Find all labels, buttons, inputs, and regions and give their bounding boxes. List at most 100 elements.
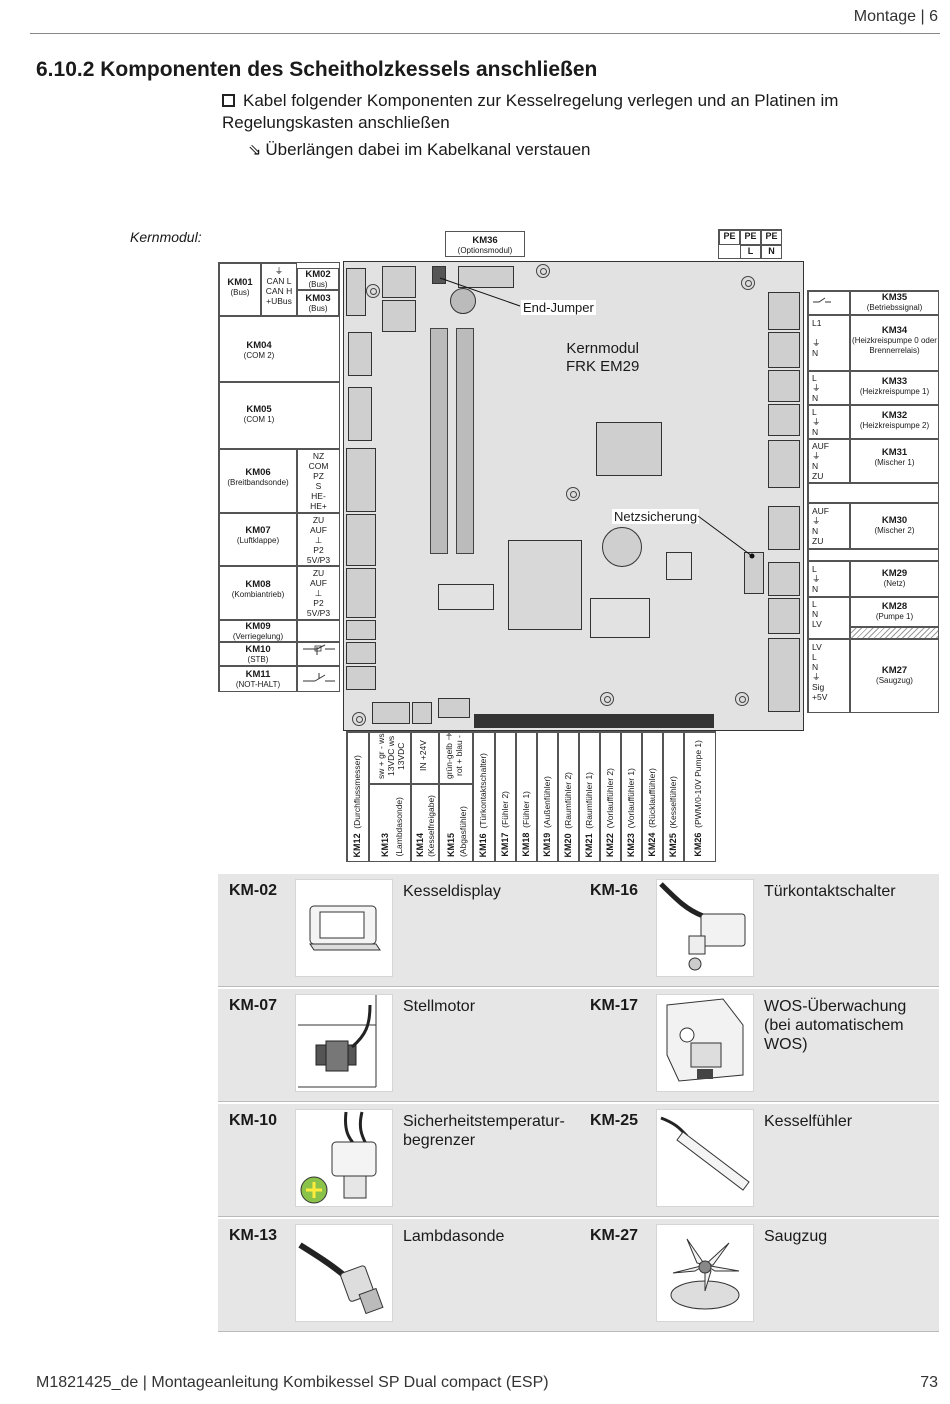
km28-desc: (Pumpe 1) [875, 612, 914, 621]
component-row: KM-07 Stellmotor KM-17 WOS-Überwachung (… [218, 989, 939, 1102]
km11-desc: (NOT-HALT) [235, 680, 281, 689]
netzsicherung-callout: Netzsicherung [612, 509, 700, 524]
km31-terminal [768, 440, 800, 488]
km07-pins: ZU AUF ⊥ P2 5V/P3 [297, 513, 340, 566]
km09-pins [297, 620, 340, 642]
pe-3: PE [761, 230, 782, 245]
km07-name: KM07 [245, 525, 271, 536]
km23-cell: KM23 (Vorlauffühler 1) [621, 732, 642, 862]
km06-pin: PZ [313, 471, 324, 481]
mounting-screw-icon [741, 276, 755, 290]
expansion-slot [456, 328, 474, 554]
kesselfuehler-image [656, 1109, 754, 1207]
battery [450, 288, 476, 314]
km06-pin: S [315, 481, 322, 491]
km08-pin: ⊥ [314, 588, 323, 598]
km20-desc: (Raumfühler 2) [563, 771, 573, 829]
km10-cell: KM10 (STB) [219, 642, 297, 666]
km22-cell: KM22 (Vorlauffühler 2) [600, 732, 621, 862]
stb-switch-icon [297, 642, 340, 666]
km34-pin: N [812, 348, 819, 358]
spacer-cell [808, 483, 939, 503]
board-title-line-1: Kernmodul [566, 340, 639, 357]
km30-name: KM30 [881, 515, 908, 526]
processor-chip [508, 540, 582, 630]
component-row: KM-10 Sicherheitstemperatur-begrenzer KM… [218, 1104, 939, 1217]
component-code: KM-17 [590, 997, 639, 1014]
kernmodul-board [343, 261, 804, 731]
km26-cell: KM26 (PWM/0-10V Pumpe 1) [684, 732, 716, 862]
km29-cell: KM29 (Netz) [850, 561, 939, 597]
instruction-step-2-text: Überlängen dabei im Kabelkanal verstauen [265, 140, 591, 159]
km04-name: KM04 [246, 340, 272, 351]
km29-pin: L [812, 564, 817, 574]
stb-image [295, 1109, 393, 1207]
km18-desc: (Fühler 1) [521, 791, 531, 829]
km29-pin: N [812, 584, 819, 594]
section-title: 6.10.2 Komponenten des Scheitholzkessels… [36, 58, 598, 81]
board-title-line-2: FRK EM29 [566, 358, 640, 375]
km25-desc: (Kesselfühler) [668, 775, 678, 829]
km27-pin: N [812, 662, 819, 672]
km10-desc: (STB) [247, 655, 269, 664]
km07-pin: ZU [312, 515, 325, 525]
km27-pin: +5V [812, 692, 828, 702]
km06-pins: NZ COM PZ S HE- HE+ [297, 449, 340, 513]
km11-name: KM11 [245, 669, 271, 680]
stellmotor-image [295, 994, 393, 1092]
component-code: KM-25 [590, 1112, 639, 1129]
hatched-cell [850, 627, 939, 639]
ground-icon: ⏚ [274, 266, 284, 276]
km12-cell: KM12 (Durchflussmesser) [347, 732, 369, 862]
end-jumper-callout: End-Jumper [521, 300, 596, 315]
ground-icon: ⏚ [812, 451, 821, 461]
km06-desc: (Breitbandsonde) [227, 478, 289, 487]
km32-pin: L [812, 407, 817, 417]
km29-terminal [768, 562, 800, 596]
km20-name: KM20 [563, 832, 573, 857]
pe-box: PE PE PE L N [718, 229, 782, 259]
component-row: KM-13 Lambdasonde KM-27 Saugzug [218, 1219, 939, 1332]
km27-pin: LV [812, 642, 822, 652]
km34-pins: L1 ⏚ N [808, 315, 850, 371]
kesseldisplay-image [295, 879, 393, 977]
sensor-terminal-strip [474, 714, 714, 728]
km16-name: KM16 [478, 832, 488, 857]
km01-cell: KM01 (Bus) [219, 263, 261, 316]
km27-pin: Sig [812, 682, 825, 692]
ground-icon: ⏚ [812, 383, 821, 393]
km31-pin: AUF [812, 441, 829, 451]
km31-pins: AUF ⏚ N ZU [808, 439, 850, 483]
km28-pin: N [812, 609, 819, 619]
km30-cell: KM30 (Mischer 2) [850, 503, 939, 549]
km32-pin: N [812, 427, 819, 437]
km25-cell: KM25 (Kesselfühler) [663, 732, 684, 862]
km34-terminal [768, 332, 800, 368]
km15-pins: grün-gelb ⏚ rot + blau - [439, 732, 473, 784]
component-code: KM-02 [229, 882, 278, 899]
km05-dsub-socket [348, 387, 372, 441]
component-code: KM-27 [590, 1227, 639, 1244]
km31-name: KM31 [881, 447, 908, 458]
right-connector-table: KM35 (Betriebssignal) L1 ⏚ N KM34 (Heizk… [807, 290, 939, 713]
pe-2: PE [740, 230, 761, 245]
km20-cell: KM20 (Raumfühler 2) [558, 732, 579, 862]
km02-desc: (Bus) [308, 280, 328, 289]
clip [666, 552, 692, 580]
km01-pin-canl: CAN L [266, 276, 292, 286]
km08-terminal [346, 568, 376, 618]
km12-name: KM12 [352, 832, 362, 857]
component-name: Sicherheitstemperatur-begrenzer [403, 1113, 565, 1149]
km34-desc: (Heizkreispumpe 0 oder Brennerrelais) [852, 336, 937, 355]
km03-rj45-socket [382, 300, 416, 332]
ground-icon: ⏚ [812, 672, 821, 682]
km04-cell: KM04 (COM 2) [219, 316, 340, 382]
relay-block [596, 422, 662, 476]
lambdasonde-image [295, 1224, 393, 1322]
km35-desc: (Betriebssignal) [866, 303, 923, 312]
km34-cell: KM34 (Heizkreispumpe 0 oder Brennerrelai… [850, 315, 939, 371]
wos-ueberwachung-image [656, 994, 754, 1092]
km30-desc: (Mischer 2) [874, 526, 915, 535]
km04-dsub-socket [348, 332, 372, 376]
